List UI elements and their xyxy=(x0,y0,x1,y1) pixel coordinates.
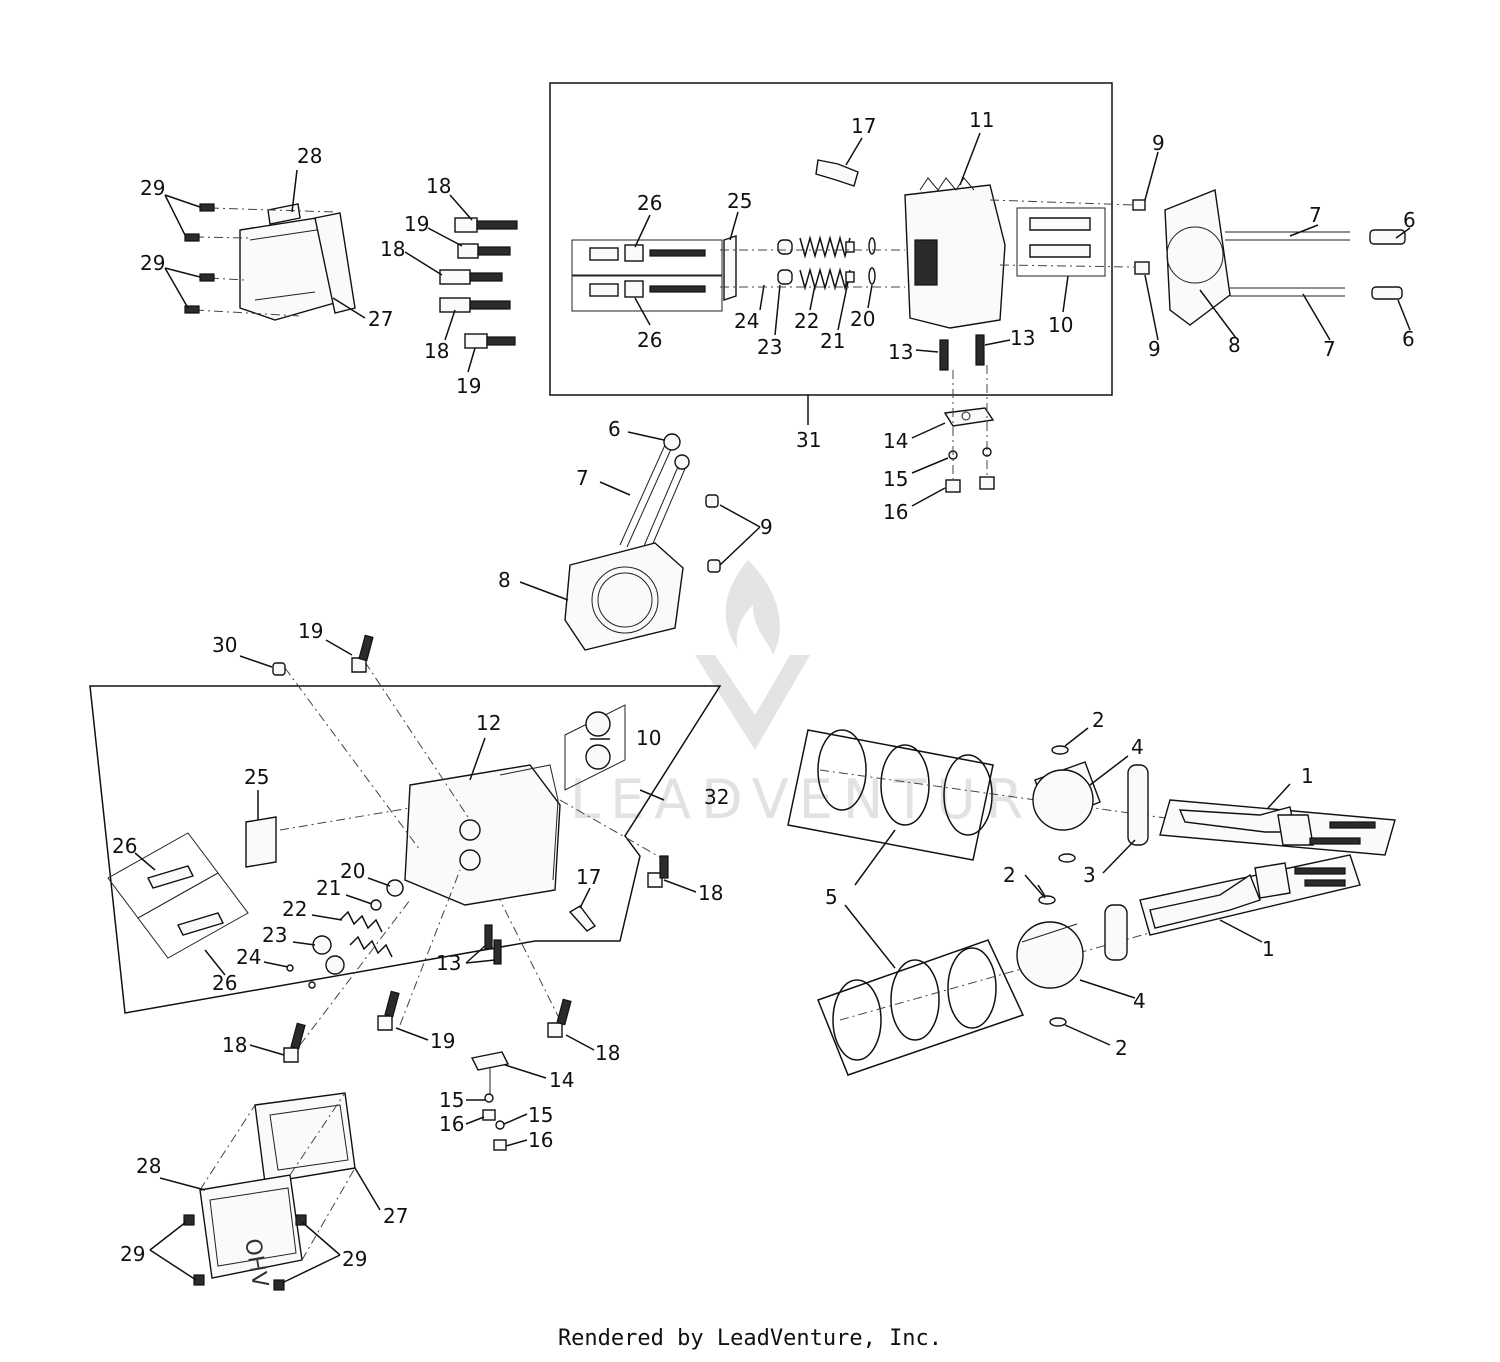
valve-cover-top-group xyxy=(164,169,366,321)
callout-7: 7 xyxy=(576,466,589,490)
piston-ring-set-bottom xyxy=(817,829,1161,1076)
callout-20: 20 xyxy=(340,859,365,883)
callout-24: 24 xyxy=(236,945,261,969)
callout-17: 17 xyxy=(576,865,601,889)
bolt-column-top xyxy=(404,194,518,373)
callout-22: 22 xyxy=(794,309,819,333)
footer-credit: Rendered by LeadVenture, Inc. xyxy=(557,1326,943,1351)
callout-19: 19 xyxy=(298,619,323,643)
callout-29: 29 xyxy=(140,251,165,275)
callout-26: 26 xyxy=(637,191,662,215)
callout-13: 13 xyxy=(888,340,913,364)
callout-18: 18 xyxy=(698,881,723,905)
callout-5: 5 xyxy=(825,885,838,909)
callout-18: 18 xyxy=(424,339,449,363)
callout-9: 9 xyxy=(1152,131,1165,155)
head-gasket-middle xyxy=(519,431,761,651)
callout-19: 19 xyxy=(456,374,481,398)
callout-22: 22 xyxy=(282,897,307,921)
head-gasket-pushrods-right xyxy=(989,151,1411,341)
exhaust-gasket-bottom xyxy=(465,1051,547,1151)
callout-4: 4 xyxy=(1131,735,1144,759)
callout-18: 18 xyxy=(222,1033,247,1057)
piston-ring-set-top xyxy=(787,729,1181,861)
piston-pin-bottom xyxy=(1104,904,1128,961)
callout-14: 14 xyxy=(883,429,908,453)
callout-32: 32 xyxy=(704,785,729,809)
callout-26: 26 xyxy=(212,971,237,995)
callout-16: 16 xyxy=(439,1112,464,1136)
callout-16: 16 xyxy=(528,1128,553,1152)
callout-16: 16 xyxy=(883,500,908,524)
callout-25: 25 xyxy=(727,189,752,213)
callout-8: 8 xyxy=(498,568,511,592)
callout-2: 2 xyxy=(1115,1036,1128,1060)
callout-7: 7 xyxy=(1309,203,1322,227)
callout-20: 20 xyxy=(850,307,875,331)
cylinder-head-box-31 xyxy=(549,82,1113,396)
connecting-rod-top xyxy=(1159,783,1396,856)
callout-30: 30 xyxy=(212,633,237,657)
callout-27: 27 xyxy=(383,1204,408,1228)
callout-26: 26 xyxy=(637,328,662,352)
callout-6: 6 xyxy=(608,417,621,441)
callout-18: 18 xyxy=(595,1041,620,1065)
callout-6: 6 xyxy=(1402,327,1415,351)
callout-8: 8 xyxy=(1228,333,1241,357)
callout-13: 13 xyxy=(1010,326,1035,350)
callout-28: 28 xyxy=(136,1154,161,1178)
callout-12: 12 xyxy=(476,711,501,735)
connecting-rod-bottom xyxy=(1139,854,1361,943)
callout-26: 26 xyxy=(112,834,137,858)
callout-6: 6 xyxy=(1403,208,1416,232)
callout-1: 1 xyxy=(1262,937,1275,961)
callout-27: 27 xyxy=(368,307,393,331)
callout-17: 17 xyxy=(851,114,876,138)
callout-3: 3 xyxy=(1083,863,1096,887)
callout-31: 31 xyxy=(796,428,821,452)
callout-19: 19 xyxy=(404,212,429,236)
watermark-text: LEADVENTURE xyxy=(570,768,1077,831)
callout-4: 4 xyxy=(1133,989,1146,1013)
callout-18: 18 xyxy=(426,174,451,198)
piston-pin-top xyxy=(1102,764,1149,874)
exhaust-gasket-top xyxy=(911,365,995,507)
callout-15: 15 xyxy=(528,1103,553,1127)
callout-13: 13 xyxy=(436,951,461,975)
callout-23: 23 xyxy=(262,923,287,947)
callout-2: 2 xyxy=(1003,863,1016,887)
callout-28: 28 xyxy=(297,144,322,168)
callout-23: 23 xyxy=(757,335,782,359)
callout-10: 10 xyxy=(1048,313,1073,337)
callout-2: 2 xyxy=(1092,708,1105,732)
callout-11: 11 xyxy=(969,108,994,132)
callout-25: 25 xyxy=(244,765,269,789)
cylinder-head-box-32 xyxy=(89,661,722,1046)
callout-14: 14 xyxy=(549,1068,574,1092)
callout-29: 29 xyxy=(120,1242,145,1266)
callout-9: 9 xyxy=(1148,337,1161,361)
callout-29: 29 xyxy=(342,1247,367,1271)
callout-18: 18 xyxy=(380,237,405,261)
piston-bottom xyxy=(1016,874,1136,1046)
callout-15: 15 xyxy=(883,467,908,491)
head-bolts-bottom xyxy=(239,634,697,1063)
piston-top xyxy=(1032,727,1129,863)
callout-15: 15 xyxy=(439,1088,464,1112)
callout-21: 21 xyxy=(820,329,845,353)
callout-19: 19 xyxy=(430,1029,455,1053)
callout-21: 21 xyxy=(316,876,341,900)
callout-10: 10 xyxy=(636,726,661,750)
callout-24: 24 xyxy=(734,309,759,333)
callout-1: 1 xyxy=(1301,764,1314,788)
callout-9: 9 xyxy=(760,515,773,539)
callout-29: 29 xyxy=(140,176,165,200)
callout-7: 7 xyxy=(1323,337,1336,361)
valve-cover-bottom-group: OHV xyxy=(149,1092,381,1291)
watermark-logo: LEADVENTURE xyxy=(570,560,1077,831)
